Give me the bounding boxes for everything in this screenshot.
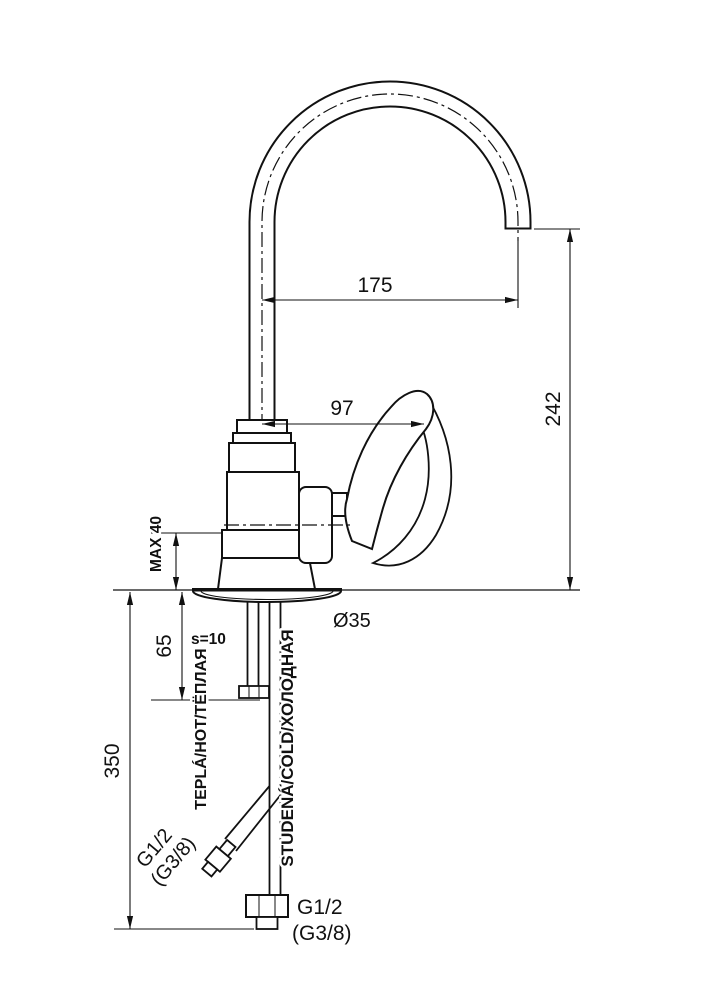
- dim-350: 350: [99, 592, 254, 930]
- mounting-area: [113, 588, 580, 603]
- faucet-body: [216, 419, 317, 590]
- label-deck-thickness: s=10: [191, 631, 226, 648]
- label-cold-thread-alt: (G3/8): [292, 922, 352, 945]
- dim-max40-value: MAX 40: [148, 516, 165, 572]
- label-cold-thread: G1/2: [297, 896, 343, 919]
- mounting-flange: [192, 590, 342, 603]
- label-hot-hose: TEPLÁ/HOT/ТЁПЛАЯ: [191, 648, 210, 809]
- dim-242: 242: [534, 228, 580, 590]
- label-hot-thread-group: G1/2 (G3/8): [130, 822, 203, 893]
- cold-hose-stub: [255, 916, 279, 930]
- dim-97-arrow-right: [411, 420, 424, 428]
- dim-175-arrow-left: [262, 296, 275, 304]
- mounting-flange-inner: [200, 590, 334, 601]
- spout-centerline: [261, 93, 519, 481]
- label-base-diameter: Ø35: [333, 610, 371, 632]
- dim-65-value: 65: [153, 634, 176, 657]
- dim-175: 175: [262, 241, 519, 308]
- hot-fitting-stub: [200, 860, 219, 878]
- dim-97-value: 97: [330, 397, 353, 420]
- dim-65: 65: [151, 592, 260, 701]
- spout: [248, 80, 532, 481]
- spout-ring: [232, 432, 292, 444]
- dim-max40-arrow-bottom: [172, 577, 180, 590]
- dim-242-arrow-top: [566, 229, 574, 242]
- label-cold-hose: STUDENÁ/COLD/ХОЛОДНАЯ: [278, 629, 297, 866]
- handle: [224, 389, 453, 567]
- hot-hose-left-edge: [224, 785, 271, 840]
- stud-nut: [238, 685, 270, 699]
- hot-hose-right-edge: [235, 794, 282, 852]
- dim-350-value: 350: [101, 743, 124, 778]
- handle-grip: [344, 389, 435, 551]
- flange-contact-band: [192, 588, 342, 592]
- cold-supply-hose: [245, 601, 289, 930]
- handle-blade: [370, 395, 453, 567]
- mounting-stud: [238, 601, 270, 699]
- body-skirt: [216, 557, 317, 590]
- body-lower: [221, 529, 305, 559]
- dim-65-arrow-top: [178, 592, 186, 605]
- dim-97-arrow-left: [262, 420, 275, 428]
- body-upper: [228, 442, 296, 473]
- spout-nut: [236, 419, 288, 434]
- dim-max40-arrow-top: [172, 533, 180, 546]
- hot-hose-fitting: [200, 838, 237, 878]
- dim-175-arrow-right: [505, 296, 518, 304]
- body-mid: [226, 471, 300, 531]
- dim-175-value: 175: [357, 274, 392, 297]
- dim-242-value: 242: [542, 391, 565, 426]
- dim-350-arrow-bottom: [126, 916, 134, 929]
- dim-242-arrow-bottom: [566, 577, 574, 590]
- dim-max40: MAX 40: [146, 514, 222, 590]
- dim-65-arrow-bottom: [178, 687, 186, 700]
- dim-97: 97: [262, 395, 424, 428]
- dim-350-arrow-top: [126, 592, 134, 605]
- cold-hose-nut: [245, 894, 289, 918]
- hot-supply-hose: [200, 785, 282, 878]
- spout-tube-fill: [250, 82, 530, 438]
